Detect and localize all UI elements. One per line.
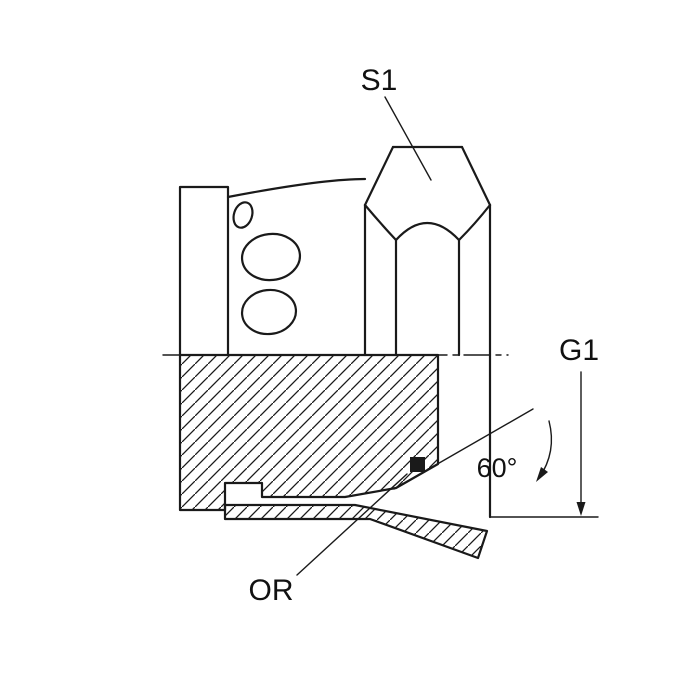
or-label: OR bbox=[249, 574, 294, 607]
s1-label: S1 bbox=[361, 64, 398, 97]
cone-angle-line bbox=[393, 408, 534, 490]
drawing-linework bbox=[162, 96, 599, 576]
hex-side-edges bbox=[363, 203, 492, 357]
s1-leader-line bbox=[384, 96, 432, 181]
cone-wall-section-hatch bbox=[223, 503, 489, 560]
hex-chamfer-arcs bbox=[363, 203, 492, 242]
angle-arrowhead bbox=[536, 467, 548, 482]
neck-outline bbox=[226, 177, 367, 199]
hex-face-edges bbox=[394, 238, 461, 357]
flange-outline bbox=[178, 185, 230, 357]
hex-corner-chamfers bbox=[363, 145, 492, 207]
angle-label: 60° bbox=[477, 453, 518, 483]
collar-hole-upper bbox=[240, 232, 302, 282]
g1-label: G1 bbox=[559, 334, 599, 367]
collar-hole-lower bbox=[240, 288, 298, 336]
or-leader-line bbox=[296, 473, 408, 576]
body-section-hatch bbox=[178, 353, 440, 512]
g1-arrowhead bbox=[576, 502, 586, 516]
o-ring-square bbox=[410, 457, 425, 472]
collar-slot bbox=[232, 201, 254, 229]
